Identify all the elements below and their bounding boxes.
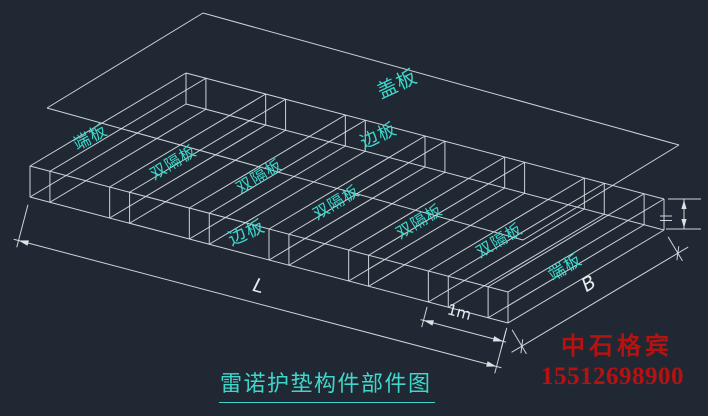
diaphragm-bottom-edge: [209, 150, 366, 245]
diaphragm-top-edge: [129, 98, 286, 193]
extension-line: [500, 327, 508, 349]
diaphragm-bottom-edge: [448, 213, 605, 308]
dimension-labels: L 1m B: [251, 271, 601, 324]
dimension-arrowhead: [681, 219, 687, 228]
wireframe-line: [29, 103, 187, 198]
diaphragm-bottom-edge: [288, 171, 446, 266]
label-double-diaphragm-5: 双隔板: [472, 219, 526, 262]
diaphragm-bottom-edge: [189, 145, 346, 240]
watermark-phone: 15512698900: [541, 363, 684, 390]
dimension-arrowhead: [423, 320, 434, 326]
diaphragm-bottom-edge: [129, 129, 286, 224]
extension-line: [421, 306, 428, 328]
dim-label-width: B: [578, 271, 601, 297]
label-side-plate-front: 边板: [225, 216, 268, 251]
extension-line: [16, 204, 29, 248]
label-side-plate-back: 边板: [357, 118, 400, 153]
wireframe-line: [507, 198, 665, 293]
diaphragm-bottom-edge: [428, 208, 585, 303]
label-double-diaphragm-3: 双隔板: [309, 181, 363, 224]
dim-label-cell: 1m: [445, 300, 473, 324]
drawing-title-text: 雷诺护垫构件部件图: [220, 372, 432, 397]
dimension-arrowhead: [486, 361, 497, 367]
extension-line: [511, 329, 527, 355]
label-double-diaphragm-1: 双隔板: [146, 141, 200, 184]
dimension-line: [420, 319, 507, 343]
dimension-line: [13, 238, 502, 369]
diaphragm-top-edge: [189, 114, 346, 209]
oblique-tick: [520, 339, 524, 354]
mattress-wireframe: [29, 72, 665, 324]
diaphragm-bottom-edge: [368, 192, 525, 287]
diaphragm-bottom-edge: [348, 187, 505, 282]
diaphragm-top-edge: [487, 193, 645, 288]
label-cover-plate: 盖板: [373, 64, 421, 104]
diaphragm-top-edge: [268, 135, 426, 230]
cover-plate-edge: [46, 12, 204, 109]
wireframe-line: [29, 72, 187, 167]
cover-plate-outline: [46, 12, 680, 241]
diaphragm-top-edge: [209, 119, 366, 214]
diaphragm-bottom-edge: [109, 124, 266, 219]
oblique-tick: [676, 246, 680, 261]
cover-plate-edge: [522, 144, 680, 241]
dimension-line: [511, 246, 689, 353]
diaphragm-top-edge: [288, 140, 446, 235]
drawing-title: 雷诺护垫构件部件图: [219, 366, 435, 403]
diaphragm-top-edge: [368, 161, 525, 256]
dim-label-length: L: [251, 274, 267, 298]
extension-line: [667, 236, 683, 262]
cover-plate-edge: [202, 12, 680, 146]
label-end-plate-left: 端板: [70, 120, 111, 155]
dimension-annotations: [13, 198, 701, 374]
part-labels: 盖板边板端板边板端板双隔板双隔板双隔板双隔板双隔板: [70, 64, 586, 286]
wireframe-line: [507, 229, 665, 324]
dimension-arrowhead: [681, 200, 687, 209]
diaphragm-bottom-edge: [49, 108, 207, 203]
diaphragm-top-edge: [428, 177, 585, 272]
watermark-brand: 中石格宾: [561, 334, 673, 360]
cover-plate-edge: [46, 107, 524, 241]
diaphragm-top-edge: [448, 182, 605, 277]
diaphragm-top-edge: [49, 77, 207, 172]
diaphragm-top-edge: [109, 93, 266, 188]
dimension-arrowhead: [18, 240, 29, 246]
diaphragm-bottom-edge: [268, 166, 426, 261]
dimension-arrowhead: [492, 336, 504, 342]
diaphragm-bottom-edge: [487, 224, 645, 319]
diaphragm-top-edge: [348, 156, 505, 251]
